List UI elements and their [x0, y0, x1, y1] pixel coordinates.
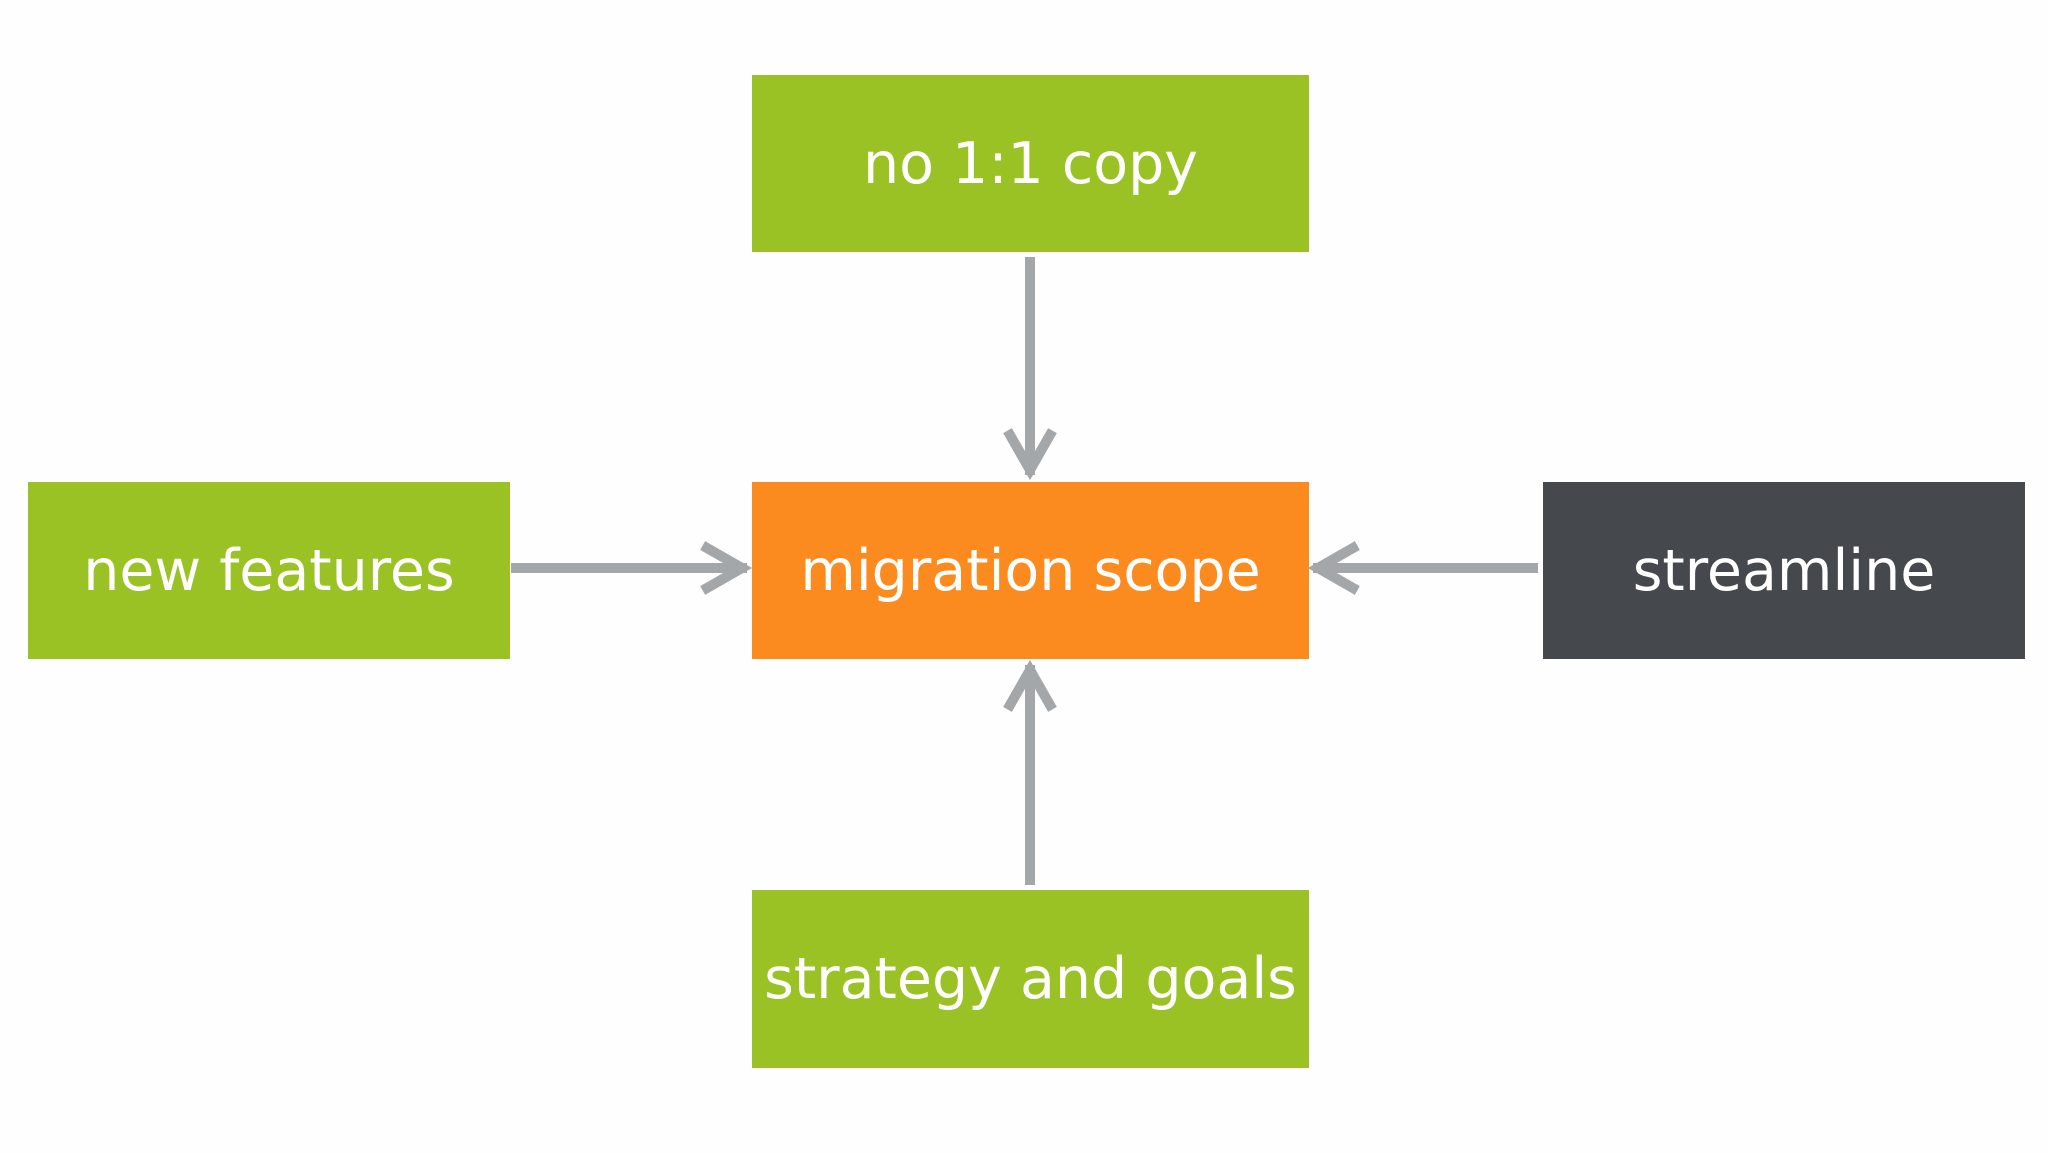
arrow-top-to-center: [1003, 257, 1057, 481]
arrow-right-to-center: [1307, 541, 1538, 595]
arrow-left-to-center: [511, 541, 753, 595]
node-label: migration scope: [800, 537, 1261, 604]
node-label: strategy and goals: [764, 946, 1297, 1012]
node-no-copy: no 1:1 copy: [752, 75, 1309, 252]
node-label: no 1:1 copy: [862, 130, 1199, 197]
node-label: new features: [83, 537, 455, 604]
node-migration-scope: migration scope: [752, 482, 1309, 659]
node-new-features: new features: [28, 482, 510, 659]
node-label: streamline: [1632, 537, 1936, 604]
arrow-bottom-to-center: [1003, 659, 1057, 885]
node-strategy-and-goals: strategy and goals: [752, 890, 1309, 1068]
node-streamline: streamline: [1543, 482, 2025, 659]
